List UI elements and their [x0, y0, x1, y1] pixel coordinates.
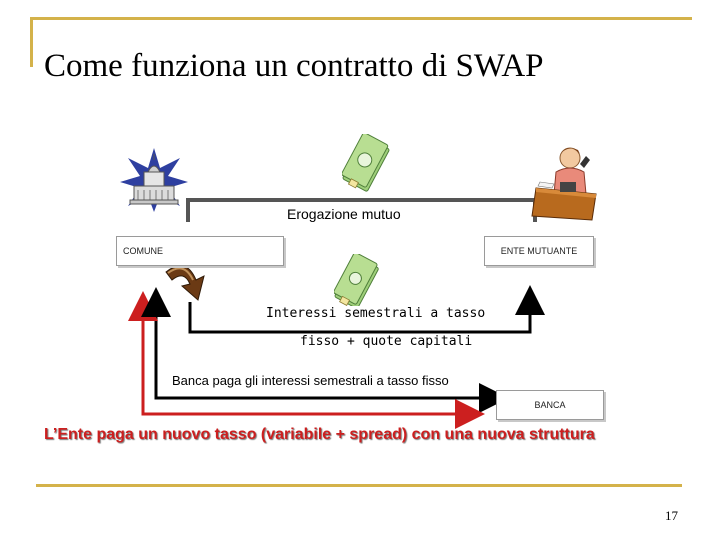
banca-box: BANCA [496, 390, 604, 420]
money-stack-icon [342, 134, 390, 192]
comune-box: COMUNE [116, 236, 284, 266]
money-stack-icon [334, 254, 379, 309]
comune-label: COMUNE [123, 246, 163, 256]
interessi-label-line2: fisso + quote capitali [300, 334, 473, 349]
left-rule [30, 17, 33, 67]
conclusion-text: L’Ente paga un nuovo tasso (variabile + … [44, 426, 595, 443]
ente-mutuante-label: ENTE MUTUANTE [500, 246, 578, 256]
bottom-rule [36, 484, 682, 487]
town-hall-icon [120, 148, 188, 212]
slide-title: Come funziona un contratto di SWAP [44, 48, 544, 84]
interessi-line [188, 285, 545, 334]
interessi-label-line1: Interessi semestrali a tasso [266, 306, 486, 321]
erogazione-label: Erogazione mutuo [287, 206, 401, 222]
page-number: 17 [665, 508, 678, 523]
top-rule [30, 17, 692, 20]
banca-paga-line [154, 302, 509, 413]
person-at-desk-icon [531, 147, 597, 221]
banca-label: BANCA [534, 400, 566, 410]
banca-paga-label: Banca paga gli interessi semestrali a ta… [172, 373, 449, 388]
ente-paga-line [128, 291, 468, 416]
ente-mutuante-box: ENTE MUTUANTE [484, 236, 594, 266]
